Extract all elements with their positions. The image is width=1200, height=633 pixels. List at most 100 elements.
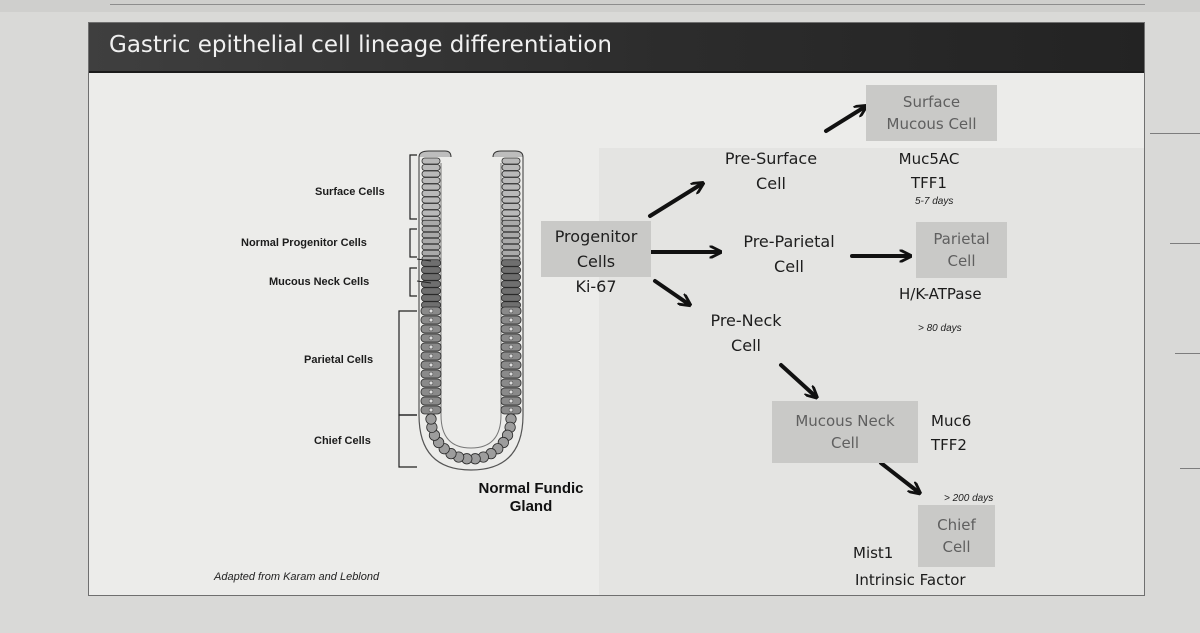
page-top-rule <box>110 4 1145 5</box>
bracket-mucous-neck <box>409 267 417 297</box>
parietal-nucleus <box>428 308 434 314</box>
slide: Gastric epithelial cell lineage differen… <box>88 22 1145 596</box>
background-panel <box>599 148 1144 595</box>
parietal-nucleus <box>428 407 434 413</box>
mucous-neck-cell-box: Mucous Neck Cell <box>772 401 918 463</box>
gland-cell <box>421 203 441 210</box>
label-mucous-neck-cells: Mucous Neck Cells <box>269 276 370 288</box>
pre-neck-cell: Pre-Neck Cell <box>710 311 782 355</box>
gland-cell <box>421 225 441 233</box>
gland-cell <box>501 273 521 281</box>
gland-outline <box>418 157 524 471</box>
gland-cell <box>421 294 441 302</box>
gland-cell <box>501 259 521 267</box>
gland-cell <box>421 183 441 191</box>
gland-cell <box>501 237 521 245</box>
chief-marker-mist1: Mist1 <box>853 544 894 562</box>
gland-cell <box>501 157 521 165</box>
parietal-nucleus <box>428 398 434 404</box>
gland-cell <box>421 170 441 178</box>
gland-cell <box>421 196 441 204</box>
gland-cell <box>421 287 441 295</box>
gland-cell <box>501 294 521 302</box>
parietal-nucleus <box>508 353 514 359</box>
gland-cell <box>501 266 521 274</box>
chief-cell-box: Chief Cell <box>918 505 995 567</box>
gland-cell <box>501 183 521 191</box>
parietal-lifespan: > 80 days <box>918 323 962 334</box>
side-dash <box>1180 468 1200 469</box>
arrow-progenitor-to-pre-neck <box>653 279 687 303</box>
label-chief-cells: Chief Cells <box>314 435 371 447</box>
gland-lumen <box>440 163 502 449</box>
side-dash <box>1150 133 1200 134</box>
gland-pointer-lines <box>416 258 432 284</box>
parietal-nucleus <box>508 371 514 377</box>
gland-cell <box>421 164 441 171</box>
parietal-nucleus <box>428 335 434 341</box>
surface-mucous-lifespan: 5-7 days <box>915 196 954 207</box>
page-top-edge <box>0 0 1200 12</box>
parietal-marker: H/K-ATPase <box>899 285 982 303</box>
gland-cell <box>421 259 441 267</box>
parietal-nucleus <box>508 389 514 395</box>
gland-cell <box>501 249 521 257</box>
arrow-pre-neck-to-mucous-neck <box>779 363 814 395</box>
gland-cell <box>501 243 521 251</box>
mucous-neck-lifespan: > 200 days <box>944 493 994 504</box>
chief-marker-intrinsic-factor: Intrinsic Factor <box>855 571 966 589</box>
parietal-nucleus <box>508 380 514 386</box>
mucous-neck-markers: Muc6 TFF2 <box>931 412 972 454</box>
gland-cell <box>421 243 441 251</box>
pre-surface-cell: Pre-Surface Cell <box>724 149 818 193</box>
gland-cell <box>501 164 521 171</box>
arrow-progenitor-to-pre-surface <box>648 185 700 218</box>
parietal-nucleus <box>428 344 434 350</box>
parietal-nucleus <box>508 317 514 323</box>
gland-cell <box>421 273 441 281</box>
title-bar: Gastric epithelial cell lineage differen… <box>89 23 1144 73</box>
label-progenitor-cells: Normal Progenitor Cells <box>241 237 367 249</box>
gland-cell <box>421 237 441 245</box>
gland-caption: Normal Fundic Gland <box>478 480 584 515</box>
gland-cell <box>501 231 521 239</box>
chief-cell-dot <box>425 413 437 425</box>
gland-cell <box>421 177 441 184</box>
gland-cell <box>421 249 441 257</box>
parietal-nucleus <box>508 407 514 413</box>
surface-mucous-markers: Muc5AC TFF1 <box>898 150 960 192</box>
bracket-surface <box>409 154 417 220</box>
parietal-nucleus <box>508 344 514 350</box>
label-surface-cells: Surface Cells <box>315 186 385 198</box>
gland-cell <box>421 209 441 217</box>
parietal-nucleus <box>428 380 434 386</box>
parietal-cell-box: Parietal Cell <box>916 222 1007 278</box>
gland-cell <box>501 209 521 217</box>
parietal-nucleus <box>428 326 434 332</box>
gland-cell <box>501 196 521 204</box>
parietal-nucleus <box>508 362 514 368</box>
surface-mucous-cell-box: Surface Mucous Cell <box>866 85 997 141</box>
side-dash <box>1170 243 1200 244</box>
gland-cell <box>421 266 441 274</box>
gland-cell <box>421 219 441 227</box>
gland-cell <box>501 225 521 233</box>
gland-cell <box>501 177 521 184</box>
parietal-nucleus <box>428 353 434 359</box>
bracket-chief <box>398 414 417 468</box>
parietal-nucleus <box>428 362 434 368</box>
gland-illustration <box>398 150 524 471</box>
gland-cell <box>501 287 521 295</box>
gland-cell <box>421 157 441 165</box>
gland-cell <box>501 219 521 227</box>
gland-cell <box>421 231 441 239</box>
slide-title: Gastric epithelial cell lineage differen… <box>109 32 612 58</box>
pre-parietal-cell: Pre-Parietal Cell <box>743 232 835 276</box>
parietal-nucleus <box>508 335 514 341</box>
progenitor-cells-label: Progenitor Cells Ki-67 <box>554 227 638 296</box>
parietal-nucleus <box>428 371 434 377</box>
parietal-nucleus <box>428 389 434 395</box>
progenitor-cells-box <box>541 221 651 277</box>
gland-lip <box>418 150 452 158</box>
parietal-nucleus <box>428 317 434 323</box>
